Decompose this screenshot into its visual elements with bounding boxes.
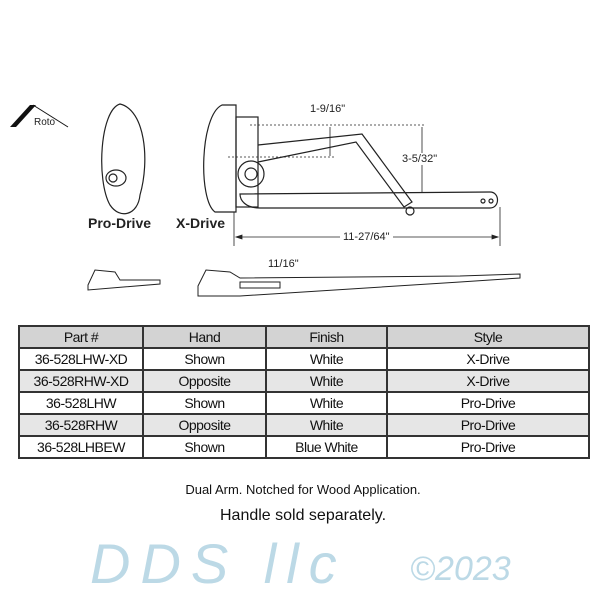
cell-part: 36-528RHW-XD <box>18 369 144 393</box>
cell-finish: Blue White <box>265 435 388 459</box>
note-dual-arm: Dual Arm. Notched for Wood Application. <box>185 482 421 497</box>
table-row: 36-528LHBEW Shown Blue White Pro-Drive <box>18 435 590 459</box>
parts-table: Part # Hand Finish Style 36-528LHW-XD Sh… <box>18 325 590 459</box>
cell-part: 36-528LHBEW <box>18 435 144 459</box>
roto-logo <box>10 104 69 128</box>
cell-style: X-Drive <box>386 369 590 393</box>
dimension-3-5-32: 3-5/32" <box>402 153 438 165</box>
cell-finish: White <box>265 391 388 415</box>
cell-finish: White <box>265 347 388 371</box>
pro-drive-label: Pro-Drive <box>88 215 152 231</box>
cell-hand: Opposite <box>142 369 267 393</box>
watermark-copyright: ©2023 <box>410 550 511 588</box>
header-finish: Finish <box>265 325 388 349</box>
cell-style: X-Drive <box>386 347 590 371</box>
operator-diagram <box>10 103 521 297</box>
cell-hand: Shown <box>142 391 267 415</box>
cell-part: 36-528RHW <box>18 413 144 437</box>
x-drive-operator-drawing <box>203 104 499 216</box>
cell-style: Pro-Drive <box>386 413 590 437</box>
header-style: Style <box>386 325 590 349</box>
dimension-lines <box>228 124 501 246</box>
side-profile-drawing <box>87 269 521 297</box>
cell-hand: Shown <box>142 435 267 459</box>
table-row: 36-528RHW Opposite White Pro-Drive <box>18 413 590 437</box>
cell-style: Pro-Drive <box>386 391 590 415</box>
cell-part: 36-528LHW <box>18 391 144 415</box>
table-row: 36-528RHW-XD Opposite White X-Drive <box>18 369 590 393</box>
cell-finish: White <box>265 413 388 437</box>
x-drive-label: X-Drive <box>176 215 226 231</box>
cell-part: 36-528LHW-XD <box>18 347 144 371</box>
roto-logo-text: Roto <box>34 117 56 128</box>
table-header-row: Part # Hand Finish Style <box>18 325 590 349</box>
cell-finish: White <box>265 369 388 393</box>
pro-drive-handle-drawing <box>101 103 146 215</box>
watermark-text: DDS llc <box>90 532 347 595</box>
header-part: Part # <box>18 325 144 349</box>
cell-hand: Opposite <box>142 413 267 437</box>
table-row: 36-528LHW-XD Shown White X-Drive <box>18 347 590 371</box>
dimension-1-9-16: 1-9/16" <box>310 103 346 115</box>
dimension-11-16: 11/16" <box>268 258 299 270</box>
cell-hand: Shown <box>142 347 267 371</box>
header-hand: Hand <box>142 325 267 349</box>
note-handle-sold-separately: Handle sold separately. <box>219 507 387 524</box>
dimension-11-27-64: 11-27/64" <box>340 231 393 243</box>
table-row: 36-528LHW Shown White Pro-Drive <box>18 391 590 415</box>
cell-style: Pro-Drive <box>386 435 590 459</box>
